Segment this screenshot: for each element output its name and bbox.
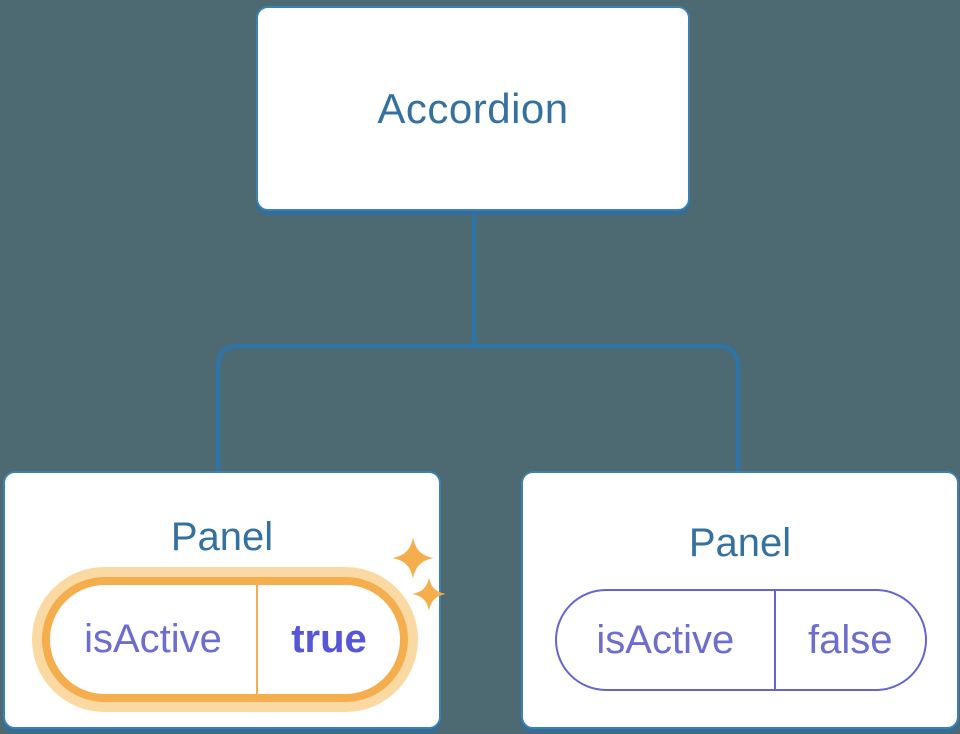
panel-node-inactive: Panel isActive false: [521, 471, 959, 729]
pill-divider: [255, 585, 258, 694]
panel-node-active: Panel isActive true: [3, 471, 446, 729]
state-prop-value: true: [291, 617, 367, 661]
state-prop-value: false: [808, 617, 893, 662]
pill-divider: [773, 591, 776, 689]
state-prop-name: isActive: [596, 617, 735, 662]
panel-node-title: Panel: [688, 521, 792, 565]
panel-node-title: Panel: [170, 515, 274, 559]
accordion-node: Accordion: [256, 6, 690, 211]
state-pill-inactive: isActive false: [555, 589, 927, 691]
accordion-node-label: Accordion: [377, 84, 569, 132]
state-prop-name: isActive: [84, 617, 222, 661]
state-pill-active: isActive true: [42, 577, 408, 702]
